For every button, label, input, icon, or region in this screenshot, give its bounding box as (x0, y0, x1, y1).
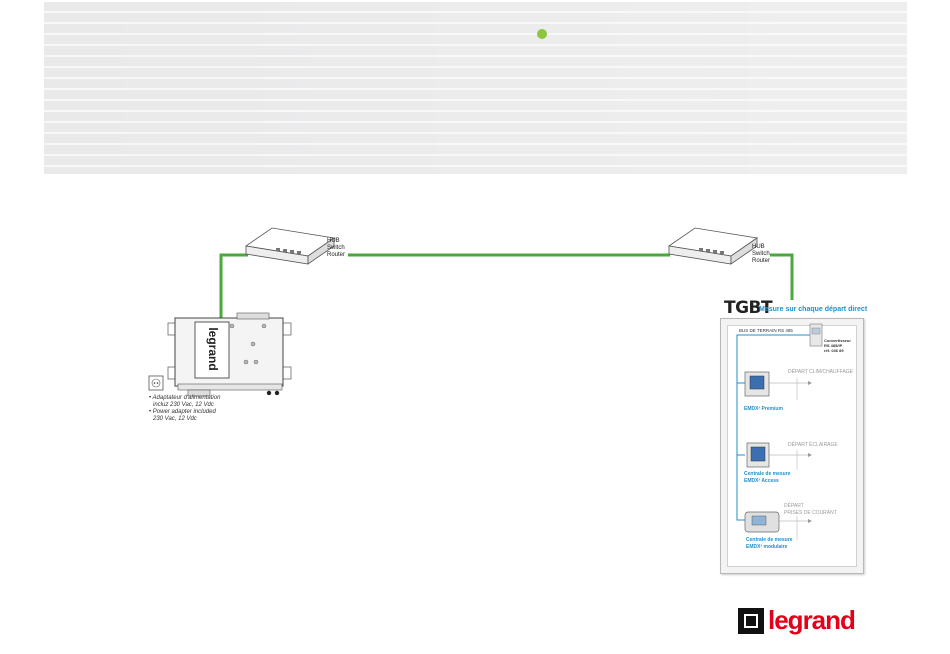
converter-label-line2: RS 485/IP (824, 343, 843, 348)
status-dot-icon (537, 29, 547, 39)
hub-right-icon (667, 227, 759, 265)
feeder-3-departure-line1: DÉPART (784, 503, 804, 509)
emdx-access-meter-icon (746, 442, 770, 468)
hub-left-label: HUB Switch Router (327, 238, 345, 259)
converter-label-line1: Convertisseur (824, 338, 851, 343)
feeder-2-device: Centrale de mesure EMDX³ Access (744, 471, 790, 485)
adapter-note-line3: • Power adapter included (149, 409, 216, 415)
feeder-3-device-line2: EMDX³ modulaire (746, 544, 788, 550)
hub-left-line2: Switch (327, 245, 345, 251)
converter-label-line3: réf. 046 89 (824, 348, 844, 353)
emdx-premium-meter-icon (744, 371, 770, 397)
header-banner-overlay (44, 2, 907, 174)
tgbt-title: TGBT (724, 298, 773, 318)
hub-right-line2: Switch (752, 251, 770, 257)
feeder-3-departure-line2: PRISES DE COURANT (784, 510, 837, 516)
power-socket-icon (148, 375, 164, 391)
bus-line (736, 334, 810, 521)
hub-left-icon (244, 227, 336, 265)
adapter-note-line2: incluz 230 Vac, 12 Vdc (153, 402, 214, 408)
feeder-3-departure: DÉPART PRISES DE COURANT (784, 503, 837, 517)
link-hub-right-to-panel (770, 253, 794, 300)
web-server-device-icon (167, 312, 292, 397)
hub-right-line1: HUB (752, 244, 765, 250)
adapter-note-line4: 230 Vac, 12 Vdc (153, 416, 197, 422)
feeder-3-device: Centrale de mesure EMDX³ modulaire (746, 537, 792, 551)
converter-icon (809, 323, 823, 347)
link-device-to-hub-left (219, 253, 248, 320)
feeder-1-device: EMDX³ Premium (744, 406, 783, 412)
feeder-1-departure: DÉPART CLIM/CHAUFFAGE (788, 369, 854, 375)
hub-right-label: HUB Switch Router (752, 244, 770, 265)
adapter-note-line1: • Adaptateur d'alimentation (149, 395, 221, 401)
hub-left-line1: HUB (327, 238, 340, 244)
converter-label: Convertisseur RS 485/IP réf. 046 89 (824, 338, 851, 353)
feeder-2-device-line2: EMDX³ Access (744, 478, 779, 484)
hub-left-line3: Router (327, 252, 346, 258)
hub-right-line3: Router (752, 258, 771, 264)
feeder-3-device-line1: Centrale de mesure (746, 537, 793, 543)
emdx-modulaire-meter-icon (744, 511, 780, 533)
legrand-logo-mark-icon (738, 608, 764, 634)
bus-label: BUS DE TERRAIN RS 485 (739, 328, 793, 333)
feeder-2-departure: DÉPART ÉCLAIRAGE (788, 442, 838, 448)
tgbt-subtitle: Mesure sur chaque départ direct (759, 306, 868, 313)
header-banner (44, 2, 907, 174)
tgbt-panel (720, 318, 864, 574)
feeder-2-device-line1: Centrale de mesure (744, 471, 791, 477)
legrand-logo-text: legrand (768, 605, 856, 635)
adapter-note: • Adaptateur d'alimentation incluz 230 V… (149, 395, 220, 423)
